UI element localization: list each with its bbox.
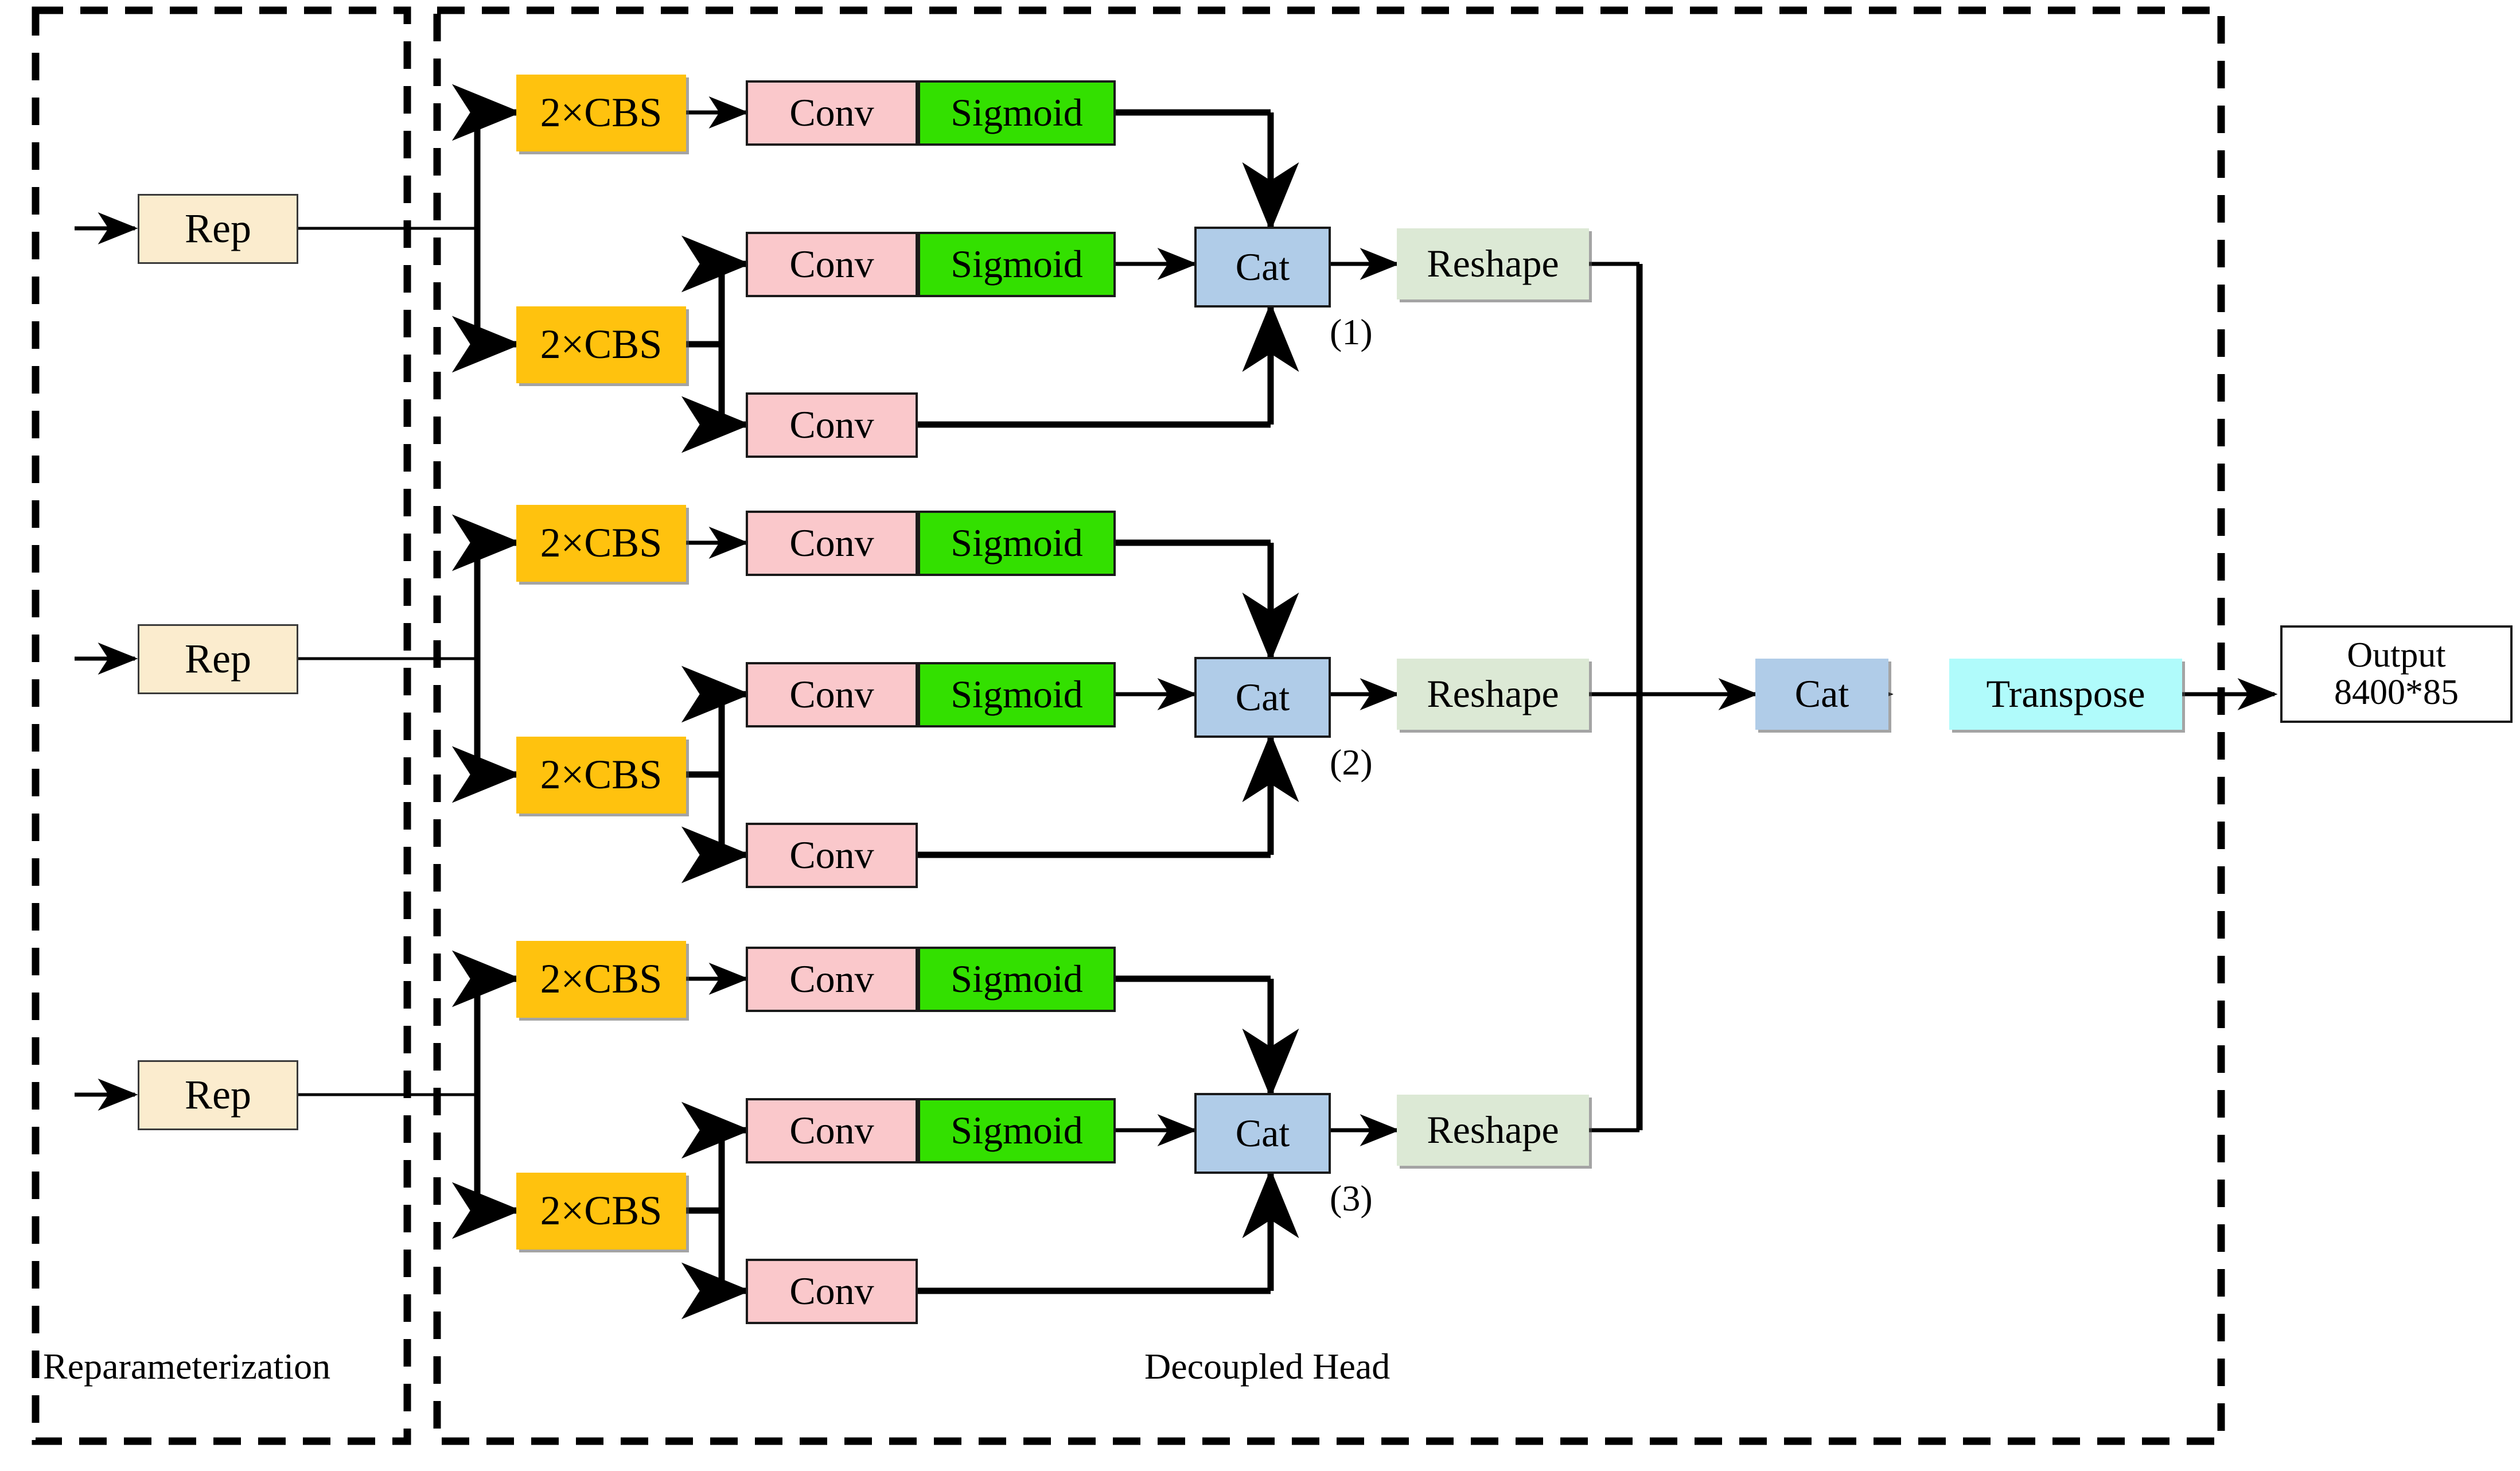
rep-block-2[interactable]: Rep xyxy=(138,624,298,694)
rep-block-2-label: Rep xyxy=(185,636,251,682)
branch-2-row-1-conv[interactable]: Conv xyxy=(746,511,918,576)
branch-1-row-1-conv-label: Conv xyxy=(789,91,874,135)
output-box[interactable]: Output 8400*85 xyxy=(2280,625,2513,723)
branch-3-cbs-top-label: 2×CBS xyxy=(540,956,663,1002)
branch-3-row-1-conv-label: Conv xyxy=(789,957,874,1001)
branch-1-cbs-bottom[interactable]: 2×CBS xyxy=(516,306,686,383)
branch-1-cat[interactable]: Cat xyxy=(1194,227,1331,308)
branch-3-cat[interactable]: Cat xyxy=(1194,1093,1331,1174)
branch-2-row-2-conv[interactable]: Conv xyxy=(746,662,918,727)
branch-3-row-2-conv[interactable]: Conv xyxy=(746,1098,918,1163)
branch-2-reshape[interactable]: Reshape xyxy=(1397,659,1589,730)
branch-3-row-2-sigmoid-label: Sigmoid xyxy=(951,1108,1083,1153)
branch-3-index: (3) xyxy=(1330,1178,1373,1219)
branch-3-row-1-sigmoid-label: Sigmoid xyxy=(951,957,1083,1001)
rep-block-1-label: Rep xyxy=(185,205,251,252)
branch-2-row-1-conv-label: Conv xyxy=(789,521,874,565)
branch-3-cbs-bottom[interactable]: 2×CBS xyxy=(516,1173,686,1250)
branch-3-row-2-conv-label: Conv xyxy=(789,1108,874,1153)
branch-2-row-2-sigmoid-label: Sigmoid xyxy=(951,672,1083,717)
branch-1-index: (1) xyxy=(1330,312,1373,352)
merge-transpose-label: Transpose xyxy=(1986,672,2145,716)
branch-2-cbs-bottom-label: 2×CBS xyxy=(540,752,663,798)
branch-2-cbs-top[interactable]: 2×CBS xyxy=(516,505,686,582)
branch-1-row-1-conv[interactable]: Conv xyxy=(746,80,918,146)
branch-2-cbs-top-label: 2×CBS xyxy=(540,520,663,566)
section-label-decoupled-head: Decoupled Head xyxy=(1144,1346,1391,1387)
rep-block-1[interactable]: Rep xyxy=(138,194,298,264)
merge-transpose[interactable]: Transpose xyxy=(1949,659,2182,730)
branch-2-row-3-conv-label: Conv xyxy=(789,833,874,877)
branch-3-row-2-sigmoid[interactable]: Sigmoid xyxy=(918,1098,1116,1163)
branch-1-cbs-bottom-label: 2×CBS xyxy=(540,321,663,368)
branch-3-reshape[interactable]: Reshape xyxy=(1397,1095,1589,1166)
branch-1-row-3-conv[interactable]: Conv xyxy=(746,392,918,458)
branch-2-cat[interactable]: Cat xyxy=(1194,657,1331,738)
branch-1-cbs-top[interactable]: 2×CBS xyxy=(516,75,686,151)
branch-3-reshape-label: Reshape xyxy=(1427,1108,1559,1152)
branch-1-reshape[interactable]: Reshape xyxy=(1397,228,1589,299)
branch-2-row-2-sigmoid[interactable]: Sigmoid xyxy=(918,662,1116,727)
branch-2-cbs-bottom[interactable]: 2×CBS xyxy=(516,737,686,814)
rep-block-3[interactable]: Rep xyxy=(138,1060,298,1130)
output-box-label: Output 8400*85 xyxy=(2334,635,2459,712)
section-label-reparameterization: Reparameterization xyxy=(43,1346,331,1387)
reparameterization-frame xyxy=(32,6,411,1445)
branch-1-reshape-label: Reshape xyxy=(1427,242,1559,286)
branch-3-row-3-conv-label: Conv xyxy=(789,1269,874,1313)
branch-2-reshape-label: Reshape xyxy=(1427,672,1559,716)
branch-3-row-1-conv[interactable]: Conv xyxy=(746,947,918,1012)
branch-2-row-3-conv[interactable]: Conv xyxy=(746,823,918,888)
branch-1-cbs-top-label: 2×CBS xyxy=(540,89,663,136)
branch-3-cat-label: Cat xyxy=(1235,1111,1290,1155)
branch-1-row-1-sigmoid[interactable]: Sigmoid xyxy=(918,80,1116,146)
branch-1-row-3-conv-label: Conv xyxy=(789,403,874,447)
branch-1-row-2-conv-label: Conv xyxy=(789,242,874,286)
merge-cat[interactable]: Cat xyxy=(1755,659,1888,730)
branch-1-row-1-sigmoid-label: Sigmoid xyxy=(951,91,1083,135)
branch-2-row-1-sigmoid[interactable]: Sigmoid xyxy=(918,511,1116,576)
branch-1-row-2-conv[interactable]: Conv xyxy=(746,232,918,297)
branch-2-row-1-sigmoid-label: Sigmoid xyxy=(951,521,1083,565)
rep-block-3-label: Rep xyxy=(185,1072,251,1118)
branch-2-index: (2) xyxy=(1330,742,1373,783)
branch-1-cat-label: Cat xyxy=(1235,244,1290,289)
branch-2-row-2-conv-label: Conv xyxy=(789,672,874,717)
branch-2-cat-label: Cat xyxy=(1235,675,1290,719)
branch-3-row-1-sigmoid[interactable]: Sigmoid xyxy=(918,947,1116,1012)
branch-1-row-2-sigmoid-label: Sigmoid xyxy=(951,242,1083,286)
branch-3-row-3-conv[interactable]: Conv xyxy=(746,1259,918,1324)
branch-3-cbs-bottom-label: 2×CBS xyxy=(540,1188,663,1234)
merge-cat-label: Cat xyxy=(1794,672,1849,716)
branch-3-cbs-top[interactable]: 2×CBS xyxy=(516,941,686,1018)
branch-1-row-2-sigmoid[interactable]: Sigmoid xyxy=(918,232,1116,297)
